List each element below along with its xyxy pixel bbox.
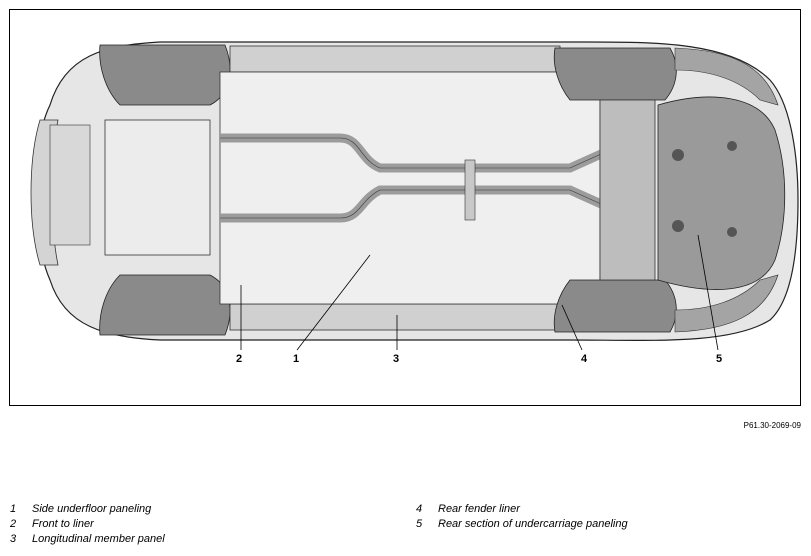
legend-item: 4 Rear fender liner bbox=[416, 502, 628, 517]
leader-line-1 bbox=[296, 254, 371, 351]
callout-4: 4 bbox=[581, 353, 588, 365]
exhaust-outline-upper bbox=[220, 137, 650, 169]
drain-hole bbox=[672, 220, 684, 232]
legend-item: 2 Front to liner bbox=[10, 517, 165, 532]
legend-right: 4 Rear fender liner 5 Rear section of unde… bbox=[416, 502, 628, 532]
rear-panel-extension-lower bbox=[674, 274, 779, 333]
legend-number: 3 bbox=[10, 533, 17, 545]
legend-item: 5 Rear section of undercarriage paneling bbox=[416, 517, 628, 532]
rear-left-wheel bbox=[553, 47, 677, 101]
side-sill-bottom bbox=[229, 303, 561, 331]
legend-label: Side underfloor paneling bbox=[32, 503, 152, 515]
rear-undercarriage-panel bbox=[657, 96, 786, 290]
callout-5: 5 bbox=[716, 353, 723, 365]
legend-label: Front to liner bbox=[32, 518, 94, 530]
front-subframe bbox=[104, 119, 211, 256]
rear-panel-extension bbox=[674, 47, 779, 106]
legend-number: 4 bbox=[416, 503, 423, 515]
front-grille-panel bbox=[49, 124, 91, 246]
callout-2: 2 bbox=[236, 353, 243, 365]
legend-item: 1 Side underfloor paneling bbox=[10, 502, 165, 517]
crossmember bbox=[464, 159, 476, 221]
legend-label: Rear fender liner bbox=[438, 503, 520, 515]
side-sill-top bbox=[229, 45, 561, 73]
drain-hole bbox=[672, 149, 684, 161]
rear-axle-assembly bbox=[599, 99, 656, 281]
vehicle-underbody-illustration bbox=[30, 41, 799, 351]
exhaust-outline-lower bbox=[220, 189, 650, 219]
legend-number: 5 bbox=[416, 518, 423, 530]
rear-right-wheel bbox=[553, 279, 677, 333]
legend-label: Rear section of undercarriage paneling bbox=[438, 518, 628, 530]
figure-reference-code: P61.30-2069-09 bbox=[743, 421, 801, 430]
diagram-frame: 2 1 3 4 5 bbox=[9, 9, 801, 406]
callout-3: 3 bbox=[393, 353, 400, 365]
legend-number: 1 bbox=[10, 503, 17, 515]
leader-line-4 bbox=[561, 304, 583, 351]
front-left-wheel bbox=[99, 44, 231, 106]
callout-1: 1 bbox=[293, 353, 300, 365]
leader-line-5 bbox=[697, 234, 719, 351]
drain-hole bbox=[727, 141, 737, 151]
front-right-wheel bbox=[99, 274, 231, 336]
legend-item: 3 Longitudinal member panel bbox=[10, 532, 165, 547]
legend-left: 1 Side underfloor paneling 2 Front to line… bbox=[10, 502, 165, 547]
legend-number: 2 bbox=[10, 518, 17, 530]
legend-label: Longitudinal member panel bbox=[32, 533, 165, 545]
drain-hole bbox=[727, 227, 737, 237]
